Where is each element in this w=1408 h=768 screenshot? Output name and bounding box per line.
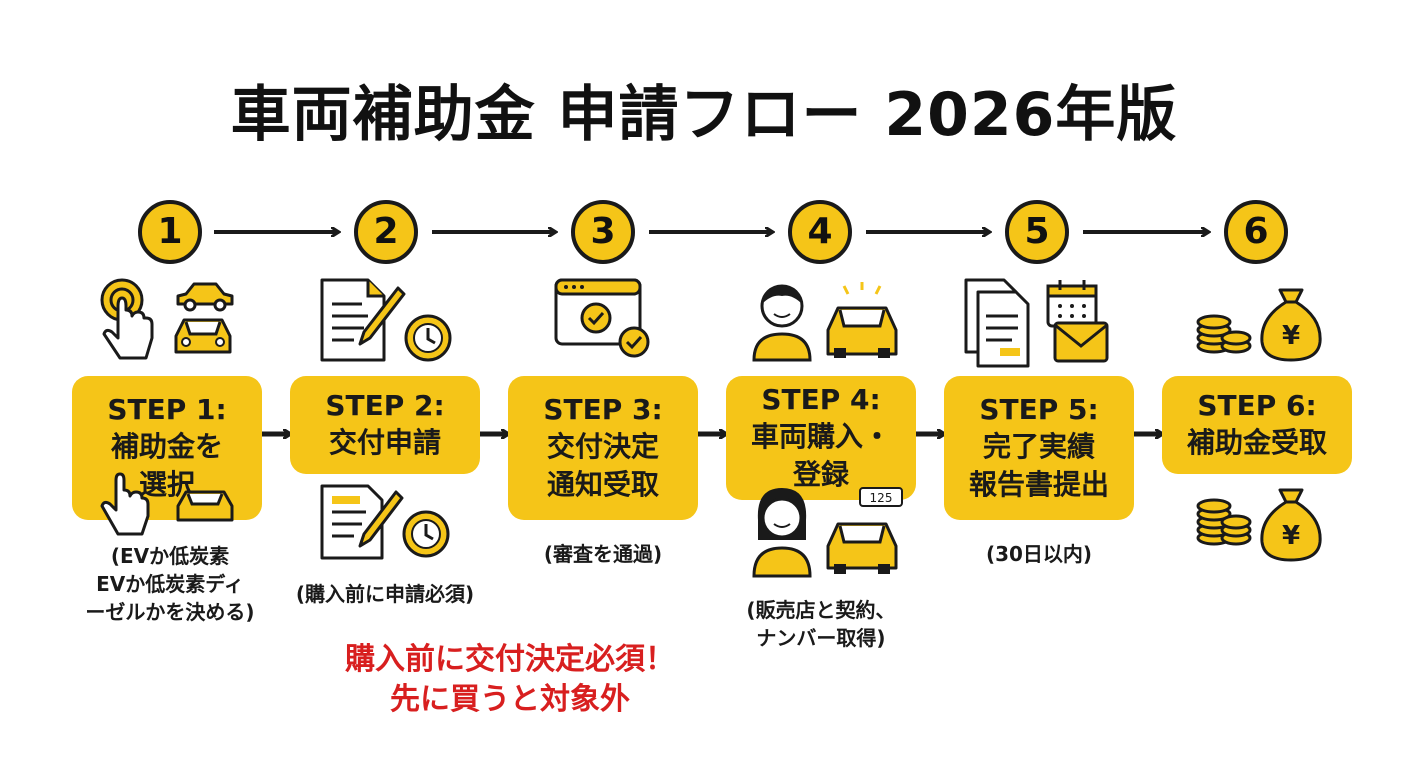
step-note-5: (30日以内) xyxy=(985,542,1093,566)
envelope-icon xyxy=(1053,321,1109,363)
step-box-1: STEP 1: 補助金を 選択 xyxy=(72,376,262,520)
step-label: STEP 2: xyxy=(325,389,445,422)
document-pen-icon xyxy=(320,278,406,362)
yen-money-bag-icon: ¥ xyxy=(1260,488,1322,562)
car-front-icon xyxy=(174,318,232,354)
step-box-3: STEP 3: 交付決定 通知受取 xyxy=(508,376,698,520)
step-number-6: 6 xyxy=(1224,200,1288,264)
step-label: STEP 3: xyxy=(543,393,663,426)
yen-money-bag-icon: ¥ xyxy=(1260,288,1322,362)
page-title: 車両補助金 申請フロー 2026年版 xyxy=(230,80,1178,150)
step-number-4: 4 xyxy=(788,200,852,264)
step-note-3: (審査を通過) xyxy=(543,542,663,566)
registered-car-icon xyxy=(826,522,898,574)
step-name-line: 車両購入・ xyxy=(750,420,891,453)
step-box-5: STEP 5: 完了実績 報告書提出 xyxy=(944,376,1134,520)
plate-number: 125 xyxy=(870,491,893,505)
approval-window-icon xyxy=(554,278,650,358)
step-box-6: STEP 6: 補助金受取 xyxy=(1162,376,1352,474)
step-number-2: 2 xyxy=(354,200,418,264)
step-name-line: 交付申請 xyxy=(328,426,441,459)
step-label: STEP 6: xyxy=(1197,389,1317,422)
step-label: STEP 4: xyxy=(761,383,881,416)
yen-symbol: ¥ xyxy=(1282,321,1300,351)
yen-symbol: ¥ xyxy=(1282,521,1300,551)
step-note-4: (販売店と契約、 ナンバー取得) xyxy=(746,598,896,650)
step-number-5: 5 xyxy=(1005,200,1069,264)
step-label: STEP 5: xyxy=(979,393,1099,426)
step-name-line: 登録 xyxy=(792,458,849,491)
tap-hand-icon xyxy=(100,278,154,360)
step-box-2: STEP 2: 交付申請 xyxy=(290,376,480,474)
step-number-1: 1 xyxy=(138,200,202,264)
step-name-line: 完了実績 xyxy=(982,430,1095,463)
calendar-icon xyxy=(1046,280,1098,328)
pointer-hand-icon xyxy=(100,472,150,536)
step-name-line: 補助金受取 xyxy=(1186,426,1327,459)
clock-icon xyxy=(402,510,450,558)
coin-stack-icon xyxy=(1196,498,1252,546)
license-plate-icon: 125 xyxy=(859,487,903,507)
clock-icon xyxy=(404,314,452,362)
new-car-icon xyxy=(826,282,898,358)
car-front-icon xyxy=(176,490,234,522)
customer-person-icon xyxy=(752,284,812,362)
document-pen-icon xyxy=(320,484,404,560)
car-side-icon xyxy=(176,282,234,312)
step-label: STEP 1: xyxy=(107,393,227,426)
step-number-3: 3 xyxy=(571,200,635,264)
step-name-line: 通知受取 xyxy=(546,468,659,501)
report-documents-icon xyxy=(964,278,1030,368)
step-note-1: (EVか低炭素 EVか低炭素ディ ーゼルかを決める) xyxy=(85,544,255,624)
step-name-line: 補助金を xyxy=(110,430,223,463)
warning-text: 購入前に交付決定必須！ 先に買うと対象外 xyxy=(345,642,675,717)
step-name-line: 報告書提出 xyxy=(968,468,1109,501)
step-name-line: 交付決定 xyxy=(546,430,659,463)
step-note-2: (購入前に申請必須) xyxy=(295,582,475,606)
coin-stack-icon xyxy=(1196,314,1252,354)
step-box-4: STEP 4: 車両購入・ 登録 xyxy=(726,376,916,500)
dealer-person-icon xyxy=(752,488,812,578)
